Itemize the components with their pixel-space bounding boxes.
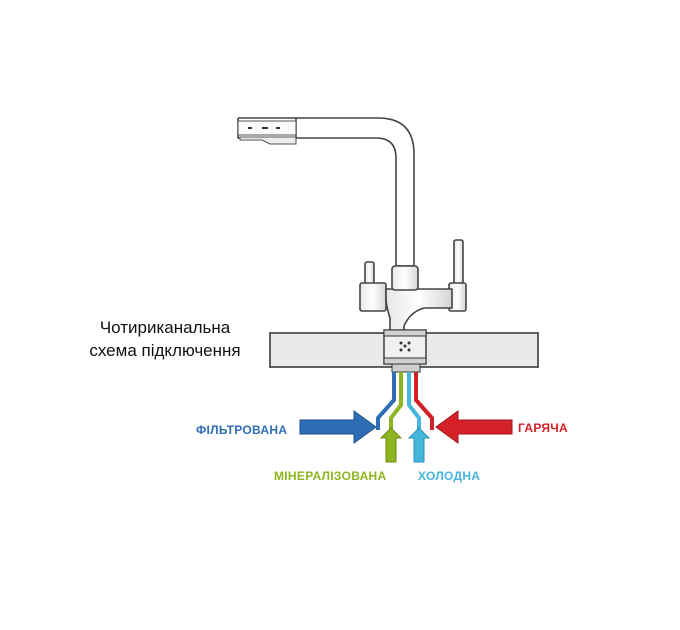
label-hot: ГАРЯЧА (518, 421, 568, 435)
title-line-1: Чотириканальна (99, 318, 231, 337)
cold-arrow-icon (407, 427, 431, 463)
label-filtered: ФІЛЬТРОВАНА (196, 423, 288, 437)
hose-filtered (376, 372, 396, 430)
aerator-icon (237, 120, 297, 145)
hose-hot (414, 372, 434, 430)
hot-arrow-icon (435, 410, 513, 444)
diagram-title: Чотириканальна схема підключення (60, 316, 270, 362)
label-mineralized: МІНЕРАЛІЗОВАНА (274, 469, 387, 483)
title-line-2: схема підключення (89, 341, 241, 360)
faucet-body (359, 239, 467, 335)
filtered-arrow-icon (299, 410, 377, 444)
label-cold: ХОЛОДНА (418, 469, 481, 483)
mineralized-arrow-icon (379, 427, 403, 463)
mounting-stem (383, 329, 427, 373)
